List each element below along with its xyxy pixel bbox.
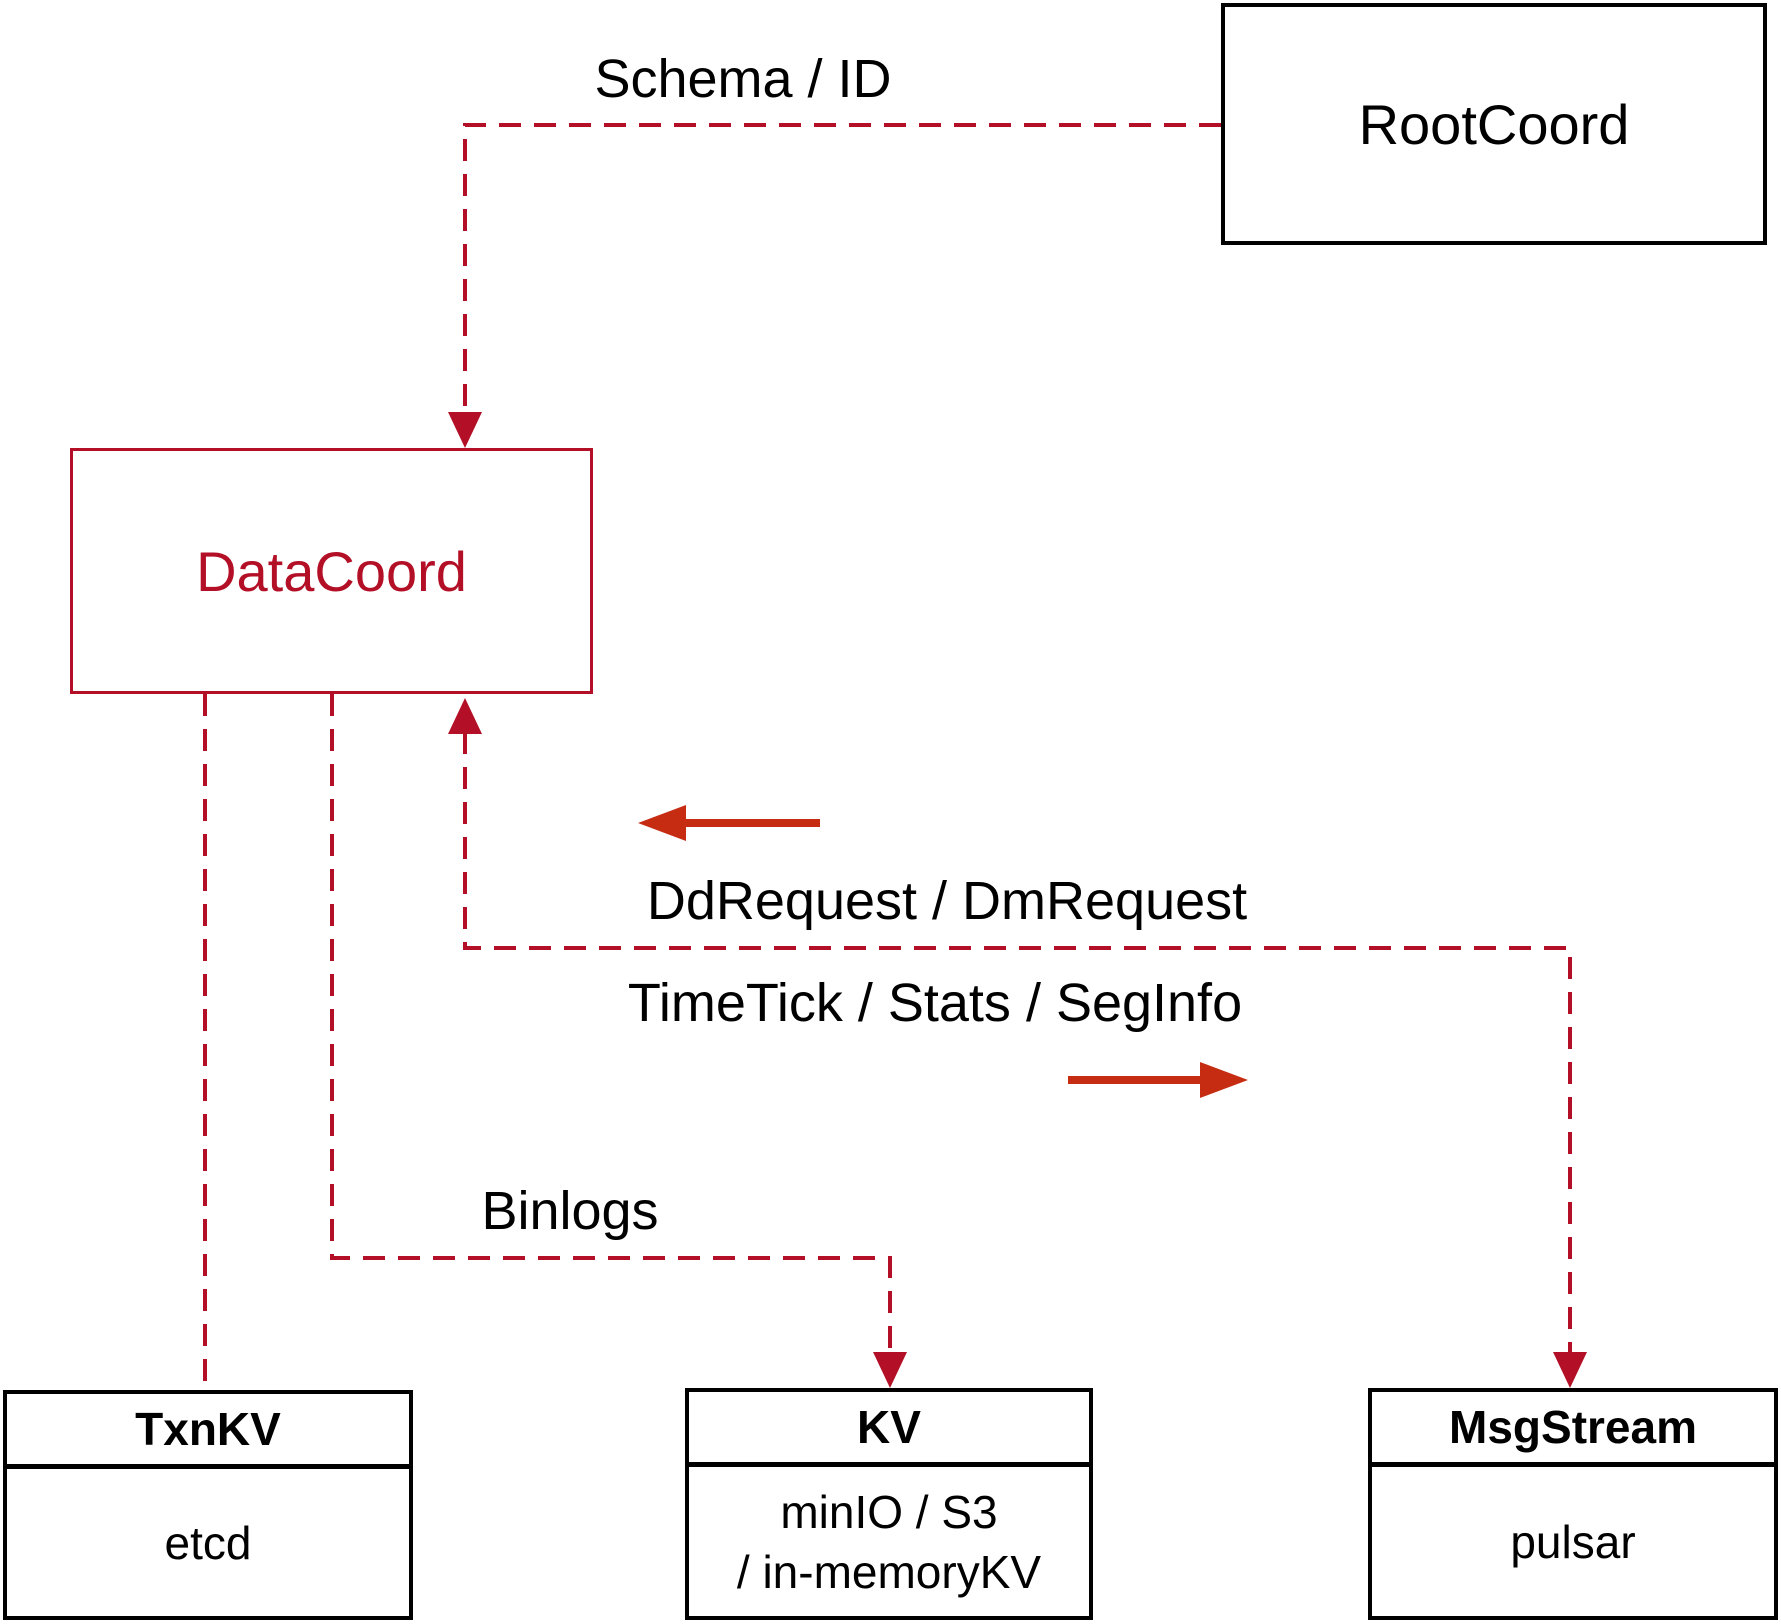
node-rootcoord: RootCoord	[1221, 3, 1767, 245]
node-datacoord-label: DataCoord	[196, 539, 467, 603]
arrow-left-icon	[638, 805, 820, 841]
arrowhead-down-into-datacoord-icon	[448, 412, 482, 448]
node-rootcoord-label: RootCoord	[1358, 92, 1630, 156]
arrowhead-down-into-msgstream-icon	[1553, 1352, 1587, 1388]
node-txnkv-body: etcd	[164, 1516, 252, 1569]
node-txnkv: TxnKV etcd	[3, 1390, 413, 1620]
node-msgstream-body: pulsar	[1510, 1515, 1636, 1568]
arrowhead-up-into-datacoord-icon	[448, 698, 482, 734]
edge-label-binlogs: Binlogs	[481, 1181, 659, 1241]
arrowhead-down-into-kv-icon	[873, 1352, 907, 1388]
node-kv-body-line1: minIO / S3	[780, 1485, 998, 1538]
edge-binlogs-line	[330, 694, 892, 1352]
node-msgstream-title: MsgStream	[1372, 1392, 1774, 1467]
edge-label-timetick: TimeTick / Stats / SegInfo	[627, 973, 1243, 1033]
node-kv: KV minIO / S3 / in-memoryKV	[685, 1388, 1093, 1620]
node-kv-title: KV	[689, 1392, 1089, 1467]
node-kv-body-line2: / in-memoryKV	[736, 1545, 1042, 1598]
node-msgstream: MsgStream pulsar	[1368, 1388, 1778, 1620]
edge-schema-id-line	[463, 123, 1221, 412]
arrow-right-icon	[1068, 1062, 1248, 1098]
node-txnkv-title: TxnKV	[7, 1394, 409, 1469]
edge-label-ddrequest: DdRequest / DmRequest	[646, 871, 1248, 931]
edge-label-schema-id: Schema / ID	[594, 49, 892, 109]
edge-msgstream-datacoord-line	[463, 732, 1572, 1352]
node-datacoord: DataCoord	[70, 448, 593, 694]
